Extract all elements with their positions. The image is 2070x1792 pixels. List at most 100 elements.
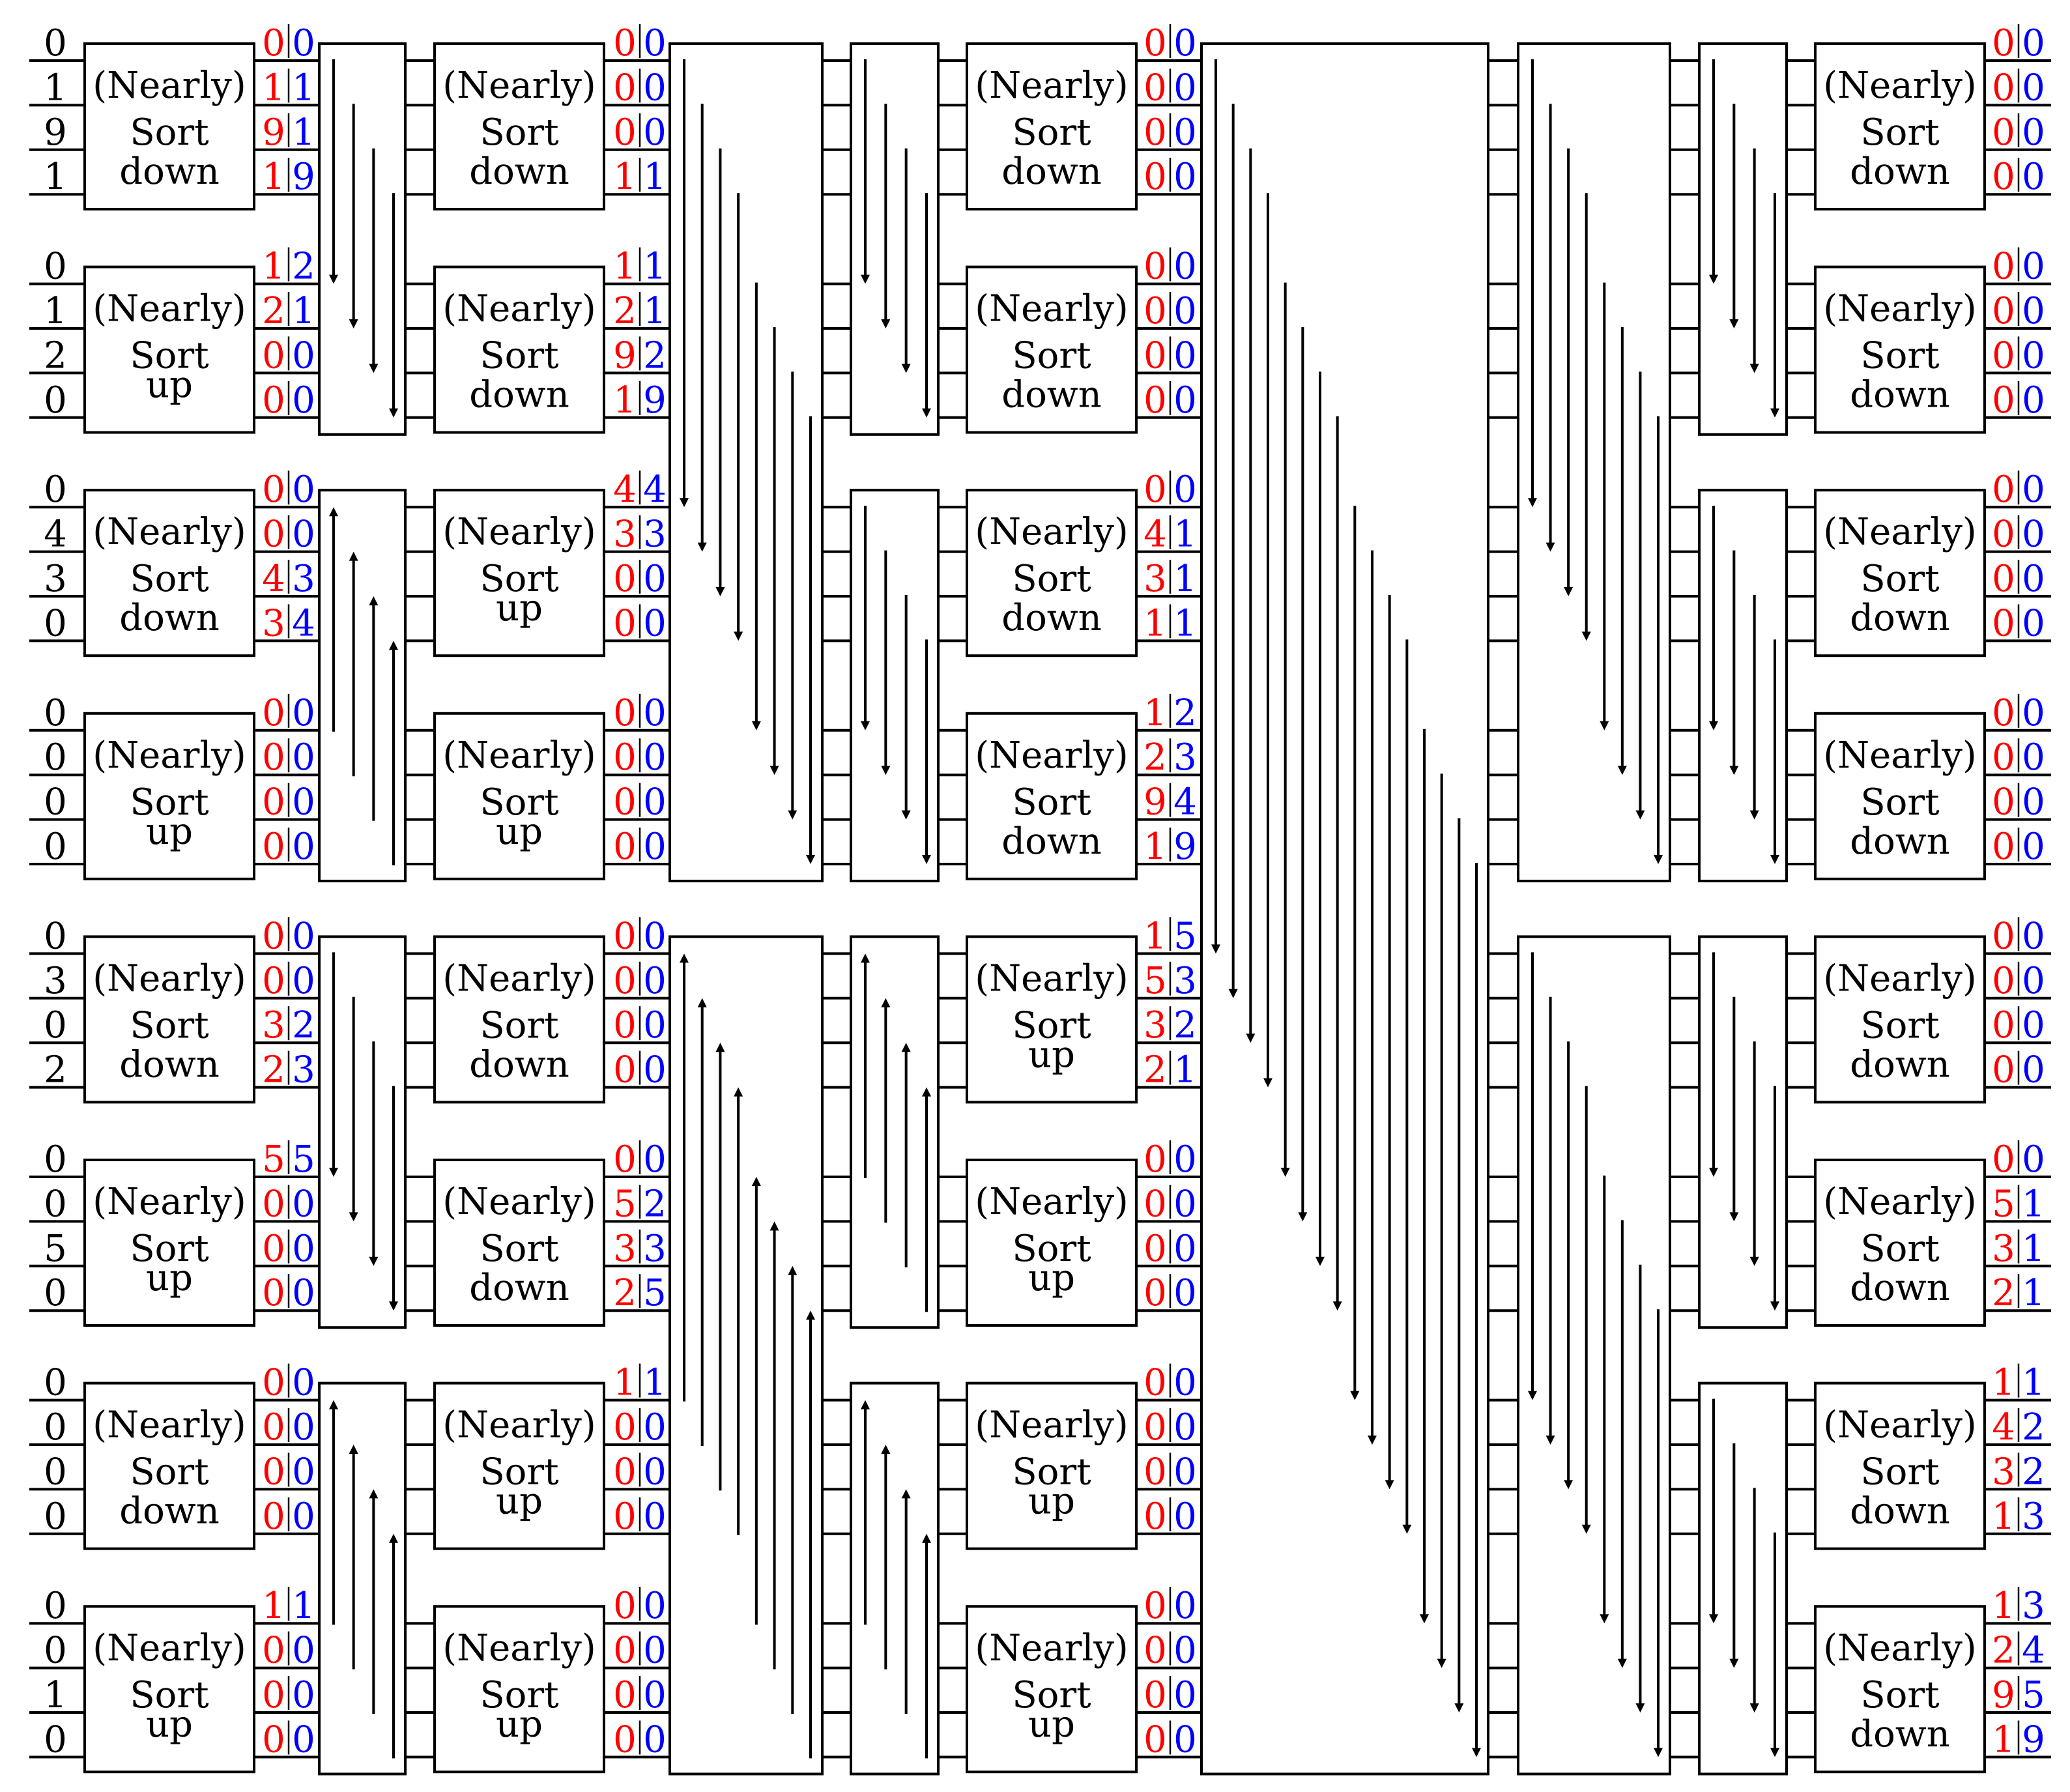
output-value-blue: 0 — [643, 1585, 667, 1627]
output-value-blue: 0 — [643, 1718, 667, 1761]
sorter-label-sort: Sort — [1012, 781, 1091, 824]
input-value: 0 — [44, 736, 67, 779]
output-value-red: 0 — [262, 1718, 285, 1761]
sorter-box — [966, 265, 1138, 434]
output-value-blue: 3 — [2022, 1585, 2045, 1627]
output-value-blue: 1 — [643, 246, 667, 288]
input-value: 0 — [44, 379, 67, 422]
arrow-head — [788, 810, 798, 820]
output-value-blue: 0 — [1173, 469, 1197, 511]
arrow-head — [1600, 721, 1609, 730]
output-value-blue: 4 — [292, 602, 315, 644]
arrow-head — [1635, 810, 1645, 820]
output-value-red: 0 — [262, 22, 285, 65]
sorter-label-nearly: (Nearly) — [93, 734, 246, 777]
arrow-head — [369, 1489, 379, 1499]
output-value-red: 0 — [262, 692, 285, 734]
output-value-blue: 0 — [292, 736, 315, 779]
input-value: 0 — [44, 1496, 67, 1538]
output-value-blue: 2 — [292, 246, 315, 288]
output-value-blue: 0 — [643, 1406, 667, 1449]
input-value: 0 — [44, 246, 67, 288]
output-value-red: 0 — [262, 826, 285, 868]
output-value-red: 0 — [613, 66, 637, 109]
merge-box — [668, 935, 824, 1776]
output-value-blue: 5 — [643, 1272, 667, 1314]
arrow-head — [922, 408, 931, 418]
output-value-red: 0 — [1992, 334, 2015, 377]
output-value-red: 5 — [1143, 960, 1167, 1002]
arrow-head — [1600, 1614, 1609, 1624]
output-value-blue: 0 — [292, 960, 315, 1002]
sorter-label-nearly: (Nearly) — [1823, 1627, 1977, 1669]
output-value-red: 0 — [1143, 246, 1167, 288]
output-value-red: 0 — [1992, 290, 2015, 332]
sorter-label-direction: up — [496, 587, 543, 629]
sorter-box — [1814, 489, 1986, 658]
output-value-blue: 0 — [292, 513, 315, 556]
sorter-label-nearly: (Nearly) — [975, 511, 1128, 553]
output-value-blue: 5 — [292, 1138, 315, 1181]
sorter-label-nearly: (Nearly) — [1823, 1404, 1977, 1447]
output-value-red: 0 — [613, 1630, 637, 1672]
output-value-red: 1 — [613, 379, 637, 422]
output-value-red: 0 — [613, 1004, 637, 1047]
sorter-box — [1814, 712, 1986, 880]
output-value-red: 0 — [1143, 1496, 1167, 1538]
arrow-head — [861, 721, 870, 730]
sorter-label-direction: up — [496, 811, 543, 853]
output-value-red: 1 — [1143, 692, 1167, 734]
sorter-label-direction: up — [146, 364, 193, 407]
output-value-blue: 5 — [1173, 915, 1197, 957]
output-value-red: 0 — [1143, 22, 1167, 65]
output-value-red: 1 — [262, 246, 285, 288]
merge-stages — [318, 42, 1788, 1776]
sorter-label-sort: Sort — [480, 335, 559, 377]
sorter-label-direction: up — [146, 1257, 193, 1299]
output-value-red: 0 — [262, 1362, 285, 1404]
output-value-blue: 0 — [292, 826, 315, 868]
arrow-head — [1749, 1703, 1759, 1713]
output-value-red: 3 — [1992, 1451, 2015, 1493]
output-value-blue: 0 — [2022, 513, 2045, 556]
sorter-label-sort: Sort — [130, 111, 209, 154]
sorter-label-sort: Sort — [130, 781, 209, 824]
output-value-blue: 1 — [2022, 1183, 2045, 1225]
output-value-red: 0 — [1992, 602, 2015, 644]
arrow-head — [369, 596, 379, 605]
output-value-blue: 1 — [1173, 1049, 1197, 1091]
input-value: 0 — [44, 826, 67, 868]
sorter-box — [83, 489, 255, 658]
sorter-label-sort: Sort — [130, 1228, 209, 1270]
arrow-head — [1709, 1614, 1718, 1624]
output-value-red: 0 — [262, 1674, 285, 1716]
output-value-blue: 0 — [2022, 602, 2045, 644]
input-value: 0 — [44, 781, 67, 824]
output-value-red: 2 — [262, 1049, 285, 1091]
output-value-red: 3 — [262, 1004, 285, 1047]
arrow-head — [389, 408, 398, 418]
sorter-box — [1814, 935, 1986, 1104]
sorter-label-nearly: (Nearly) — [1823, 511, 1977, 553]
arrow-head — [680, 498, 689, 508]
input-value: 0 — [44, 1630, 67, 1672]
output-value-blue: 0 — [1173, 246, 1197, 288]
output-value-blue: 9 — [292, 156, 315, 198]
output-value-blue: 0 — [1173, 1496, 1197, 1538]
output-value-red: 0 — [1992, 960, 2015, 1002]
output-value-blue: 0 — [1173, 1362, 1197, 1404]
arrow-head — [901, 364, 911, 373]
sorter-label-sort: Sort — [1860, 781, 1940, 824]
arrow-head — [1749, 1256, 1759, 1266]
arrow-head — [1368, 1436, 1377, 1445]
output-value-red: 0 — [1992, 826, 2015, 868]
arrow-head — [1770, 855, 1779, 864]
output-value-blue: 0 — [1173, 156, 1197, 198]
arrow-head — [715, 587, 725, 596]
output-value-red: 0 — [613, 111, 637, 154]
arrow-head — [1528, 498, 1537, 508]
sorter-label-direction: down — [469, 151, 569, 193]
output-value-blue: 0 — [292, 1630, 315, 1672]
arrow-head — [769, 766, 779, 775]
output-value-blue: 2 — [643, 1183, 667, 1225]
